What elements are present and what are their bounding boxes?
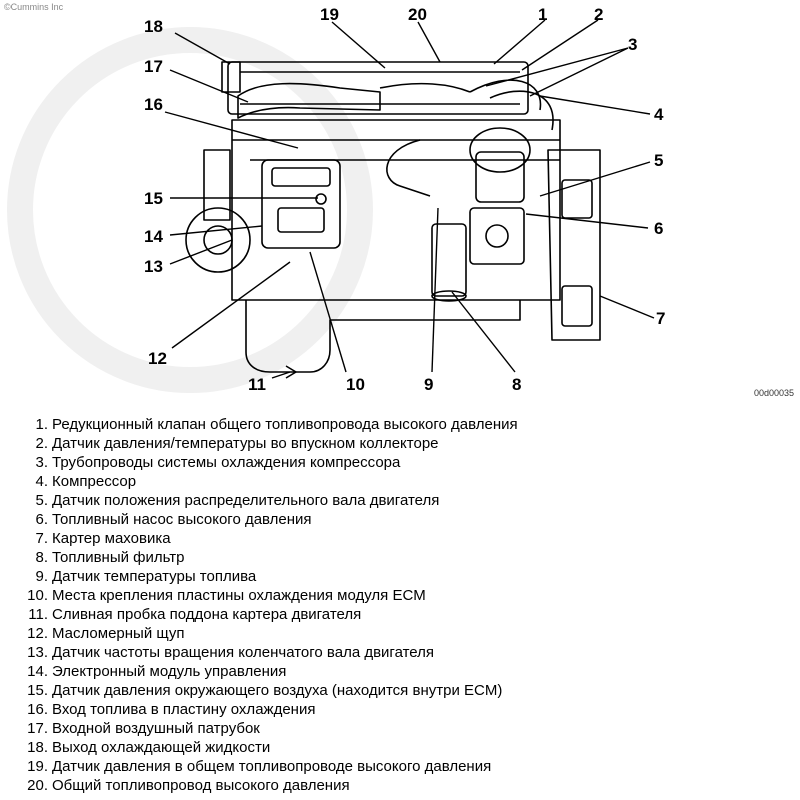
callout-18: 18 xyxy=(144,17,163,36)
legend-item-text: Общий топливопровод высокого давления xyxy=(52,777,350,794)
watermark-logo xyxy=(7,27,373,393)
legend-item-number: 11. xyxy=(28,606,48,623)
legend-item: 1.Редукционный клапан общего топливопров… xyxy=(14,415,714,434)
legend-item: 5.Датчик положения распределительного ва… xyxy=(14,491,714,510)
callout-6: 6 xyxy=(654,219,663,238)
legend-item: 8.Топливный фильтр xyxy=(14,548,714,567)
copyright-text: ©Cummins Inc xyxy=(4,2,64,12)
callout-15: 15 xyxy=(144,189,163,208)
legend-item-text: Редукционный клапан общего топливопровод… xyxy=(52,416,518,433)
legend-item-text: Сливная пробка поддона картера двигателя xyxy=(52,606,362,623)
legend-item-number: 6. xyxy=(35,511,48,528)
legend-item: 17.Входной воздушный патрубок xyxy=(14,719,714,738)
legend-item: 9.Датчик температуры топлива xyxy=(14,567,714,586)
engine-diagram: 1 2 3 4 5 6 7 8 9 10 11 12 13 14 15 16 1… xyxy=(7,5,665,394)
callout-labels: 1 2 3 4 5 6 7 8 9 10 11 12 13 14 15 16 1… xyxy=(144,5,665,394)
legend-item-number: 14. xyxy=(27,663,48,680)
legend-item: 19.Датчик давления в общем топливопровод… xyxy=(14,757,714,776)
legend-item-number: 3. xyxy=(35,454,48,471)
legend-item-text: Места крепления пластины охлаждения моду… xyxy=(52,587,426,604)
parts-legend: 1.Редукционный клапан общего топливопров… xyxy=(14,415,714,795)
callout-19: 19 xyxy=(320,5,339,24)
legend-item: 14.Электронный модуль управления xyxy=(14,662,714,681)
legend-item-number: 16. xyxy=(27,701,48,718)
legend-item-number: 1. xyxy=(35,416,48,433)
legend-item-text: Трубопроводы системы охлаждения компресс… xyxy=(52,454,401,471)
callout-9: 9 xyxy=(424,375,433,394)
legend-item-text: Датчик давления/температуры во впускном … xyxy=(52,435,439,452)
legend-item: 13.Датчик частоты вращения коленчатого в… xyxy=(14,643,714,662)
legend-item: 18.Выход охлаждающей жидкости xyxy=(14,738,714,757)
legend-item: 15.Датчик давления окружающего воздуха (… xyxy=(14,681,714,700)
legend-item: 16.Вход топлива в пластину охлаждения xyxy=(14,700,714,719)
legend-item-text: Датчик давления окружающего воздуха (нах… xyxy=(52,682,503,699)
callout-14: 14 xyxy=(144,227,163,246)
legend-item-text: Выход охлаждающей жидкости xyxy=(52,739,271,756)
callout-20: 20 xyxy=(408,5,427,24)
legend-item-number: 4. xyxy=(35,473,48,490)
legend-item-number: 5. xyxy=(35,492,48,509)
callout-1: 1 xyxy=(538,5,547,24)
legend-item-text: Датчик температуры топлива xyxy=(52,568,257,585)
callout-13: 13 xyxy=(144,257,163,276)
legend-item-text: Топливный фильтр xyxy=(52,549,185,566)
callout-5: 5 xyxy=(654,151,663,170)
legend-item: 20.Общий топливопровод высокого давления xyxy=(14,776,714,795)
callout-16: 16 xyxy=(144,95,163,114)
callout-17: 17 xyxy=(144,57,163,76)
callout-7: 7 xyxy=(656,309,665,328)
callout-3: 3 xyxy=(628,35,637,54)
callout-11: 11 xyxy=(248,375,266,394)
legend-item-text: Компрессор xyxy=(52,473,137,490)
legend-item: 3.Трубопроводы системы охлаждения компре… xyxy=(14,453,714,472)
legend-item-number: 13. xyxy=(27,644,48,661)
legend-item-number: 15. xyxy=(27,682,48,699)
legend-item: 6.Топливный насос высокого давления xyxy=(14,510,714,529)
callout-2: 2 xyxy=(594,5,603,24)
leader-lines xyxy=(164,19,655,379)
engine-outline xyxy=(185,61,601,379)
legend-item-number: 7. xyxy=(35,530,48,547)
legend-item: 7.Картер маховика xyxy=(14,529,714,548)
legend-item-number: 12. xyxy=(27,625,48,642)
legend-item-number: 18. xyxy=(27,739,48,756)
callout-12: 12 xyxy=(148,349,167,368)
figure-code: 00d00035 xyxy=(753,388,794,398)
legend-item-number: 10. xyxy=(27,587,48,604)
legend-item: 2.Датчик давления/температуры во впускно… xyxy=(14,434,714,453)
legend-item-text: Датчик частоты вращения коленчатого вала… xyxy=(52,644,435,661)
legend-item: 11.Сливная пробка поддона картера двигат… xyxy=(14,605,714,624)
legend-item-number: 9. xyxy=(35,568,48,585)
legend-item-text: Датчик положения распределительного вала… xyxy=(52,492,440,509)
legend-item-text: Картер маховика xyxy=(52,530,171,547)
legend-item-text: Датчик давления в общем топливопроводе в… xyxy=(52,758,492,775)
legend-item-number: 2. xyxy=(35,435,48,452)
legend-item-text: Топливный насос высокого давления xyxy=(52,511,312,528)
legend-item-number: 17. xyxy=(27,720,48,737)
legend-item-number: 20. xyxy=(27,777,48,794)
legend-item-text: Электронный модуль управления xyxy=(52,663,287,680)
legend-item-text: Масломерный щуп xyxy=(52,625,185,642)
callout-4: 4 xyxy=(654,105,664,124)
legend-item: 4.Компрессор xyxy=(14,472,714,491)
legend-item: 10.Места крепления пластины охлаждения м… xyxy=(14,586,714,605)
legend-item-text: Вход топлива в пластину охлаждения xyxy=(52,701,316,718)
callout-8: 8 xyxy=(512,375,521,394)
legend-item-number: 8. xyxy=(35,549,48,566)
legend-item: 12.Масломерный щуп xyxy=(14,624,714,643)
legend-item-text: Входной воздушный патрубок xyxy=(52,720,260,737)
legend-item-number: 19. xyxy=(27,758,48,775)
callout-10: 10 xyxy=(346,375,365,394)
